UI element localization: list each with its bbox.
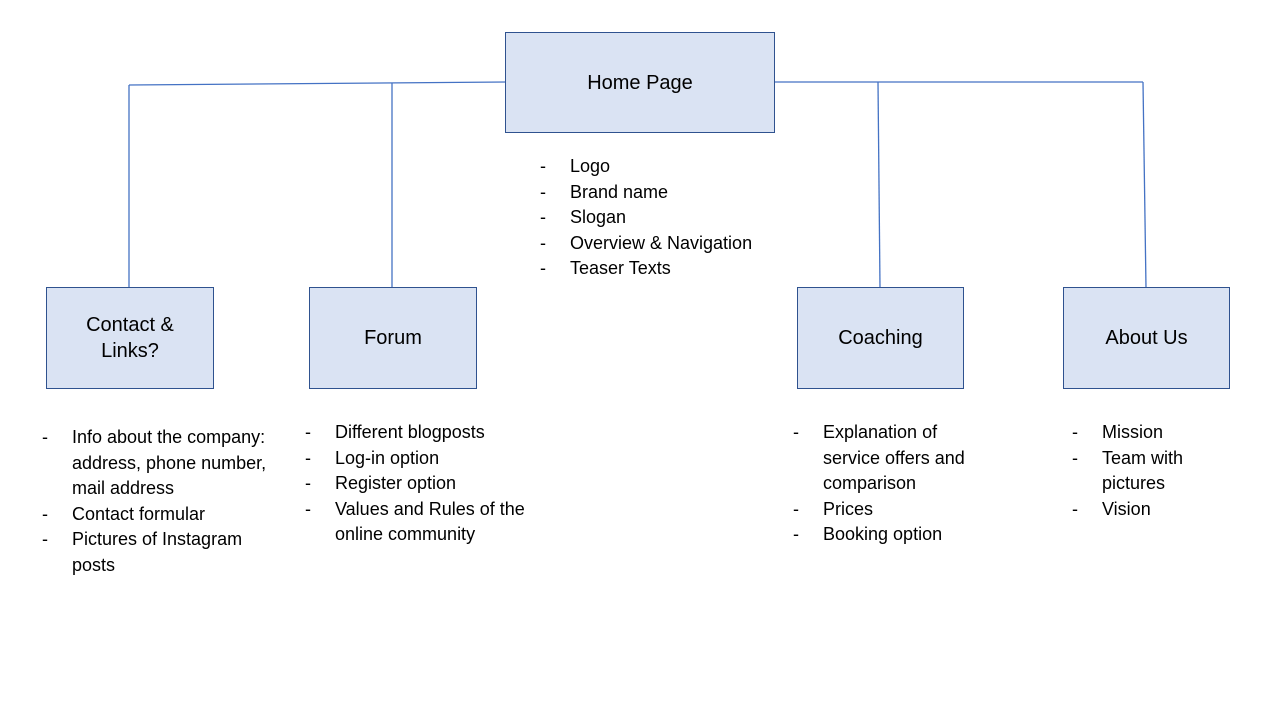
list-item: Overview & Navigation <box>540 231 800 257</box>
connector-to-about <box>1142 81 1147 289</box>
connector-home-to-left-branch <box>128 81 507 86</box>
coaching-box: Coaching <box>797 287 964 389</box>
list-item: Booking option <box>793 522 993 548</box>
list-item: Teaser Texts <box>540 256 800 282</box>
list-item: Contact formular <box>42 502 267 528</box>
list-item: Log-in option <box>305 446 545 472</box>
about-us-box: About Us <box>1063 287 1230 389</box>
contact-links-list: Info about the company: address, phone n… <box>42 425 267 579</box>
forum-list: Different blogposts Log-in option Regist… <box>305 420 545 548</box>
coaching-label: Coaching <box>838 327 923 349</box>
list-item: Values and Rules of the online community <box>305 497 545 548</box>
list-item: Brand name <box>540 180 800 206</box>
about-us-label: About Us <box>1105 327 1188 349</box>
list-item: Prices <box>793 497 993 523</box>
list-item: Logo <box>540 154 800 180</box>
home-page-box: Home Page <box>505 32 775 133</box>
connector-to-coaching <box>877 81 881 289</box>
about-us-list: Mission Team with pictures Vision <box>1072 420 1232 522</box>
home-page-label: Home Page <box>587 71 693 94</box>
forum-label: Forum <box>364 327 422 349</box>
list-item: Explanation of service offers and compar… <box>793 420 993 497</box>
list-item: Vision <box>1072 497 1232 523</box>
list-item: Info about the company: address, phone n… <box>42 425 267 502</box>
forum-box: Forum <box>309 287 477 389</box>
coaching-list: Explanation of service offers and compar… <box>793 420 993 548</box>
list-item: Slogan <box>540 205 800 231</box>
list-item: Different blogposts <box>305 420 545 446</box>
list-item: Pictures of Instagram posts <box>42 527 267 578</box>
list-item: Register option <box>305 471 545 497</box>
list-item: Mission <box>1072 420 1232 446</box>
list-item: Team with pictures <box>1072 446 1232 497</box>
contact-links-box: Contact & Links? <box>46 287 214 389</box>
contact-links-label: Contact & Links? <box>86 314 174 362</box>
home-page-list: Logo Brand name Slogan Overview & Naviga… <box>540 154 800 282</box>
